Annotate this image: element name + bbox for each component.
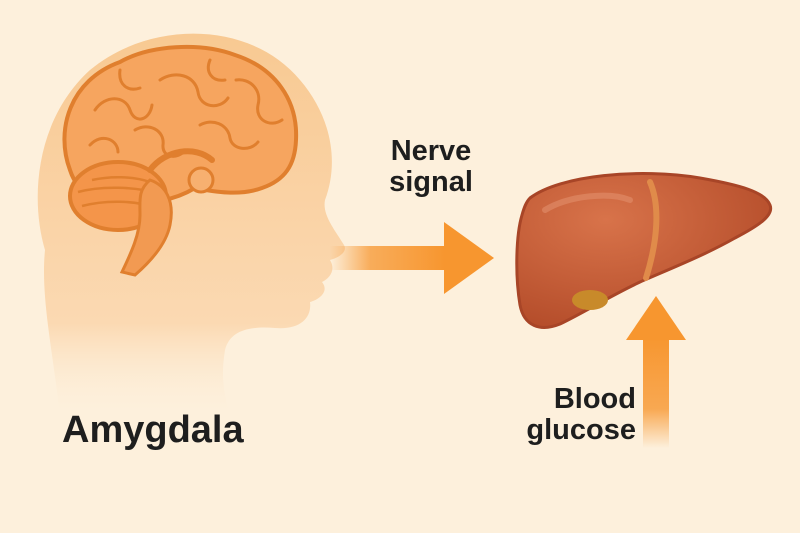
gallbladder-shape [572, 290, 608, 310]
nerve-signal-line-1: Nerve [390, 135, 472, 167]
amygdala-label: Amygdala [62, 409, 244, 451]
nerve-signal-line-2: signal [389, 166, 473, 199]
brain-icon [62, 44, 299, 277]
amygdala-marker [187, 166, 215, 194]
arrow-up-icon [626, 296, 686, 448]
blood-glucose-label: Blood glucose [504, 383, 636, 447]
nerve-signal-label: Nerve signal [376, 135, 486, 199]
blood-glucose-line-2: glucose [526, 414, 636, 447]
arrow-right-icon [330, 222, 494, 294]
liver-icon [515, 172, 773, 329]
blood-glucose-line-1: Blood [553, 383, 636, 415]
